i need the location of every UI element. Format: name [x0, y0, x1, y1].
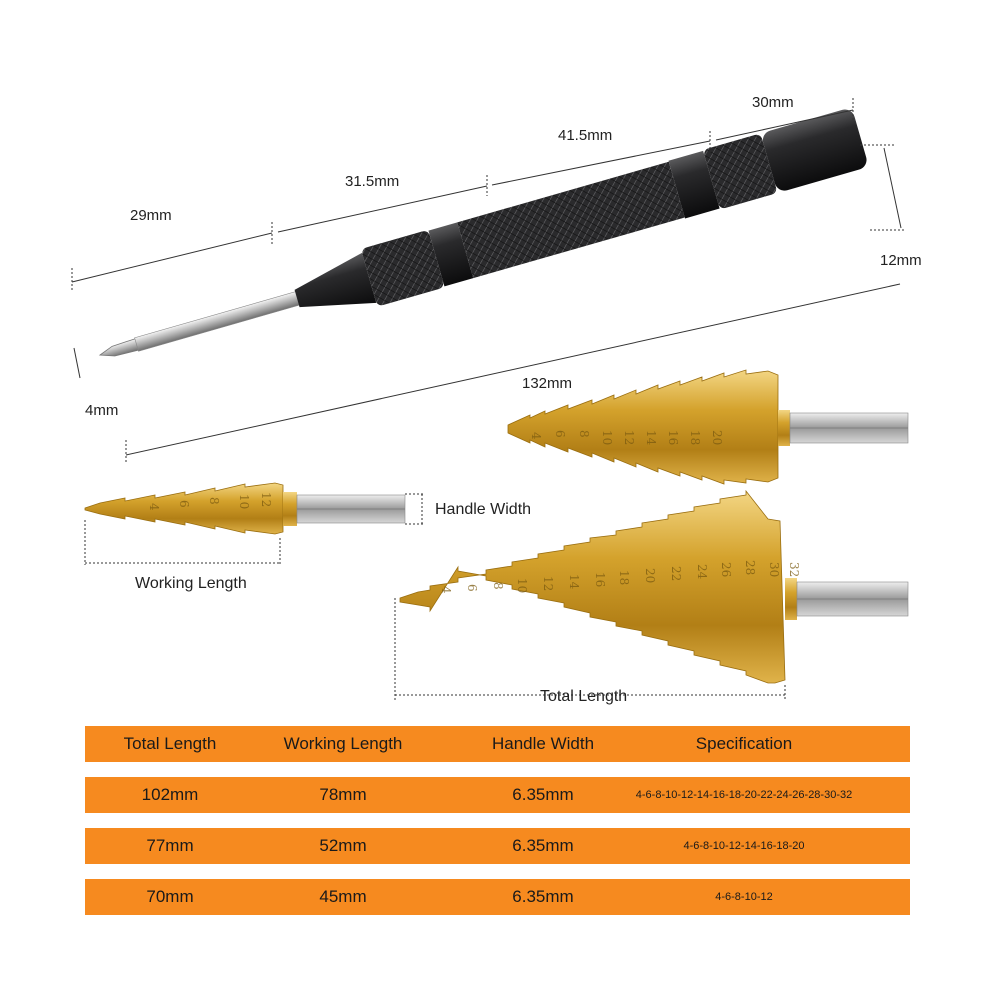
- center-punch: [98, 109, 867, 357]
- table-row: 77mm 52mm 6.35mm 4-6-8-10-12-14-16-18-20: [85, 828, 910, 864]
- svg-text:18: 18: [617, 570, 631, 585]
- svg-text:8: 8: [207, 497, 221, 505]
- svg-text:4: 4: [147, 503, 161, 511]
- cell-handle-width: 6.35mm: [512, 785, 574, 804]
- dim-label-tip-length: 29mm: [130, 207, 172, 224]
- label-handle-width: Handle Width: [435, 501, 531, 518]
- step-bit-small-markings: 4 6 8 10 12: [147, 492, 273, 511]
- svg-text:12: 12: [259, 492, 273, 507]
- svg-text:20: 20: [643, 568, 657, 583]
- svg-text:18: 18: [688, 430, 702, 445]
- table-row: 70mm 45mm 6.35mm 4-6-8-10-12: [85, 879, 910, 915]
- punch-dimension-lines: [71, 98, 905, 462]
- cell-total-length: 77mm: [146, 836, 194, 855]
- header-handle-width: Handle Width: [491, 734, 595, 753]
- svg-text:14: 14: [567, 574, 581, 590]
- dim-label-total-length: 132mm: [522, 375, 572, 392]
- svg-text:32: 32: [787, 562, 801, 577]
- svg-text:6: 6: [465, 584, 479, 592]
- dim-label-tip-diameter: 4mm: [85, 402, 118, 419]
- svg-text:16: 16: [666, 430, 680, 445]
- svg-text:8: 8: [491, 582, 505, 590]
- step-bit-large: [399, 489, 909, 684]
- cell-working-length: 78mm: [319, 785, 367, 804]
- svg-text:6: 6: [177, 500, 191, 508]
- dim-label-end-length: 30mm: [752, 94, 794, 111]
- svg-text:10: 10: [600, 430, 614, 445]
- dim-label-taper-length: 31.5mm: [345, 173, 399, 190]
- step-bit-small: [84, 482, 406, 535]
- svg-text:8: 8: [577, 430, 591, 438]
- cell-specification: 4-6-8-10-12: [715, 891, 773, 903]
- table-header: Total Length Working Length Handle Width…: [85, 726, 910, 762]
- cell-handle-width: 6.35mm: [512, 836, 574, 855]
- svg-text:22: 22: [669, 566, 683, 581]
- large-bit-dimension-lines: [394, 598, 786, 700]
- label-working-length: Working Length: [135, 575, 247, 592]
- step-bit-medium: [507, 369, 909, 485]
- table-row: 102mm 78mm 6.35mm 4-6-8-10-12-14-16-18-2…: [85, 777, 910, 813]
- header-total-length: Total Length: [123, 734, 217, 753]
- svg-text:4: 4: [529, 432, 543, 440]
- cell-specification: 4-6-8-10-12-14-16-18-20-22-24-26-28-30-3…: [635, 789, 853, 801]
- cell-working-length: 52mm: [319, 836, 367, 855]
- dim-label-grip-length: 41.5mm: [558, 127, 612, 144]
- header-specification: Specification: [695, 734, 793, 753]
- header-working-length: Working Length: [283, 734, 403, 753]
- svg-text:10: 10: [237, 494, 251, 509]
- cell-working-length: 45mm: [319, 887, 367, 906]
- cell-total-length: 102mm: [141, 785, 199, 804]
- cell-handle-width: 6.35mm: [512, 887, 574, 906]
- svg-text:20: 20: [710, 430, 724, 445]
- cell-total-length: 70mm: [146, 887, 194, 906]
- step-bit-medium-markings: 4 6 8 10 12 14 16 18 20: [529, 430, 724, 446]
- svg-text:30: 30: [767, 562, 781, 577]
- dim-label-diameter: 12mm: [880, 252, 922, 269]
- svg-text:26: 26: [719, 562, 733, 577]
- svg-text:14: 14: [644, 430, 658, 446]
- svg-text:6: 6: [553, 430, 567, 438]
- label-total-length: Total Length: [540, 688, 627, 705]
- cell-specification: 4-6-8-10-12-14-16-18-20: [683, 840, 805, 852]
- svg-text:4: 4: [439, 586, 453, 594]
- step-bit-large-markings: 4 6 8 10 12 14 16 18 20 22 24 26 28 30 3…: [439, 560, 801, 594]
- svg-text:28: 28: [743, 560, 757, 575]
- small-bit-dimension-lines: [84, 493, 425, 565]
- svg-text:24: 24: [695, 564, 709, 580]
- svg-text:12: 12: [541, 576, 555, 591]
- svg-text:16: 16: [593, 572, 607, 587]
- svg-text:12: 12: [622, 430, 636, 445]
- svg-text:10: 10: [515, 578, 529, 593]
